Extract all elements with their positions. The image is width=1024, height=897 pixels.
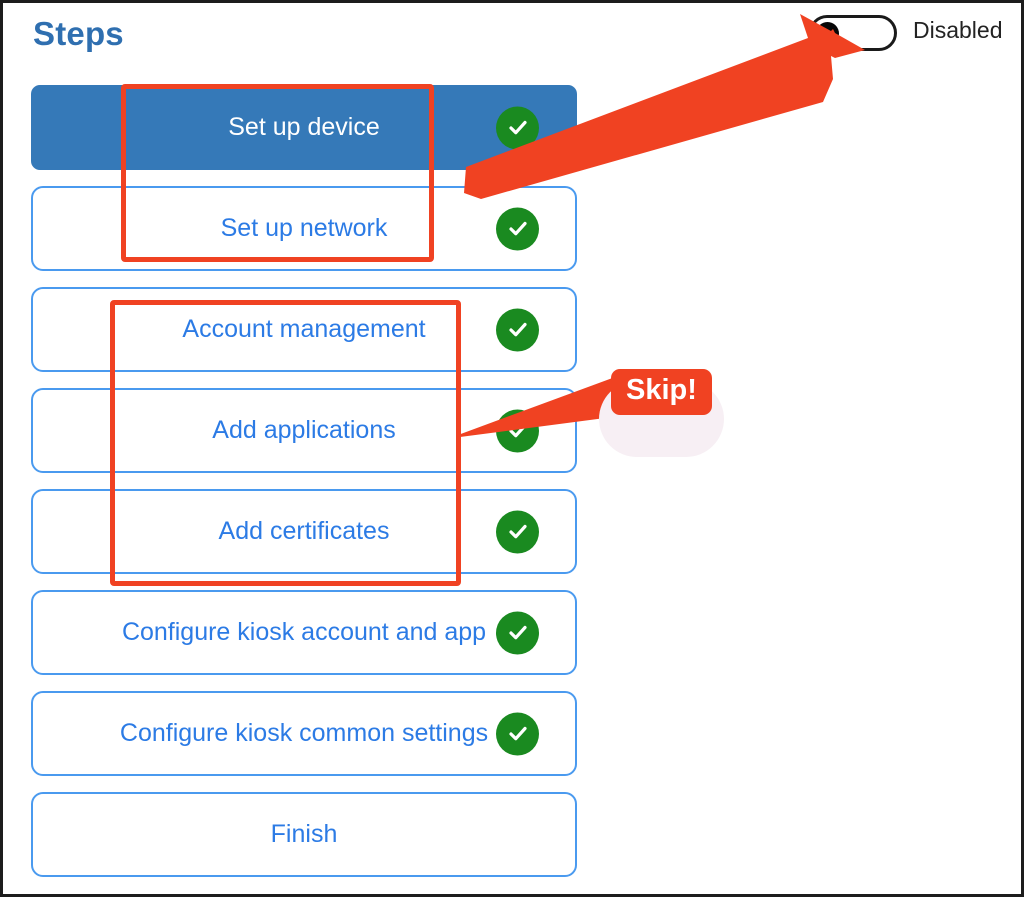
skip-callout: Skip!	[611, 369, 712, 416]
page-title: Steps	[33, 15, 124, 52]
step-item-label: Set up network	[220, 214, 388, 242]
step-item-label: Configure kiosk account and app	[121, 618, 487, 646]
step-item[interactable]: Finish	[31, 792, 577, 877]
step-item-label: Configure kiosk common settings	[119, 719, 489, 747]
check-icon	[496, 712, 539, 755]
check-icon	[496, 409, 539, 452]
step-item-label: Set up device	[228, 113, 380, 141]
step-item[interactable]: Account management	[31, 287, 577, 372]
check-icon	[496, 510, 539, 553]
enable-toggle[interactable]	[809, 15, 897, 51]
check-icon	[496, 611, 539, 654]
step-item[interactable]: Add applications	[31, 388, 577, 473]
toggle-knob-icon[interactable]	[816, 22, 839, 45]
toggle-state-label: Disabled	[913, 17, 1003, 43]
step-item[interactable]: Set up device	[31, 85, 577, 170]
step-item[interactable]: Configure kiosk account and app	[31, 590, 577, 675]
check-icon	[496, 207, 539, 250]
check-icon	[496, 106, 539, 149]
step-item-label: Finish	[270, 820, 338, 848]
step-item-label: Account management	[182, 315, 426, 343]
step-item-label: Add certificates	[218, 517, 390, 545]
callout-halo	[599, 381, 724, 457]
step-item[interactable]: Set up network	[31, 186, 577, 271]
step-item[interactable]: Configure kiosk common settings	[31, 691, 577, 776]
check-icon	[496, 308, 539, 351]
step-item[interactable]: Add certificates	[31, 489, 577, 574]
step-item-label: Add applications	[212, 416, 396, 444]
